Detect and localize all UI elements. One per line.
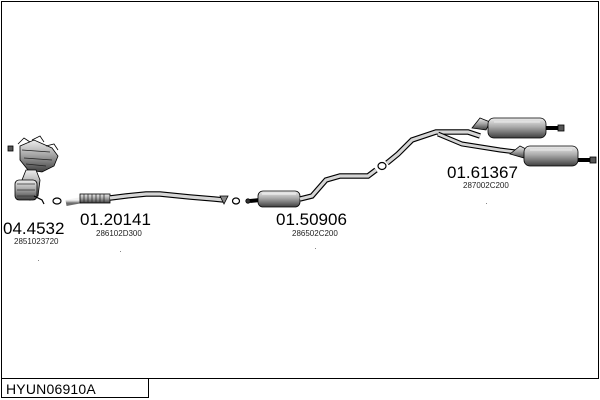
- centre-silencer-part[interactable]: [231, 161, 387, 208]
- diagram-frame: [1, 1, 599, 379]
- part-number-label: 01.20141: [80, 210, 151, 229]
- callout-dot: [38, 260, 39, 261]
- diagram-code-box: HYUN06910A: [1, 378, 149, 398]
- oem-number-label: 2851023720: [14, 237, 59, 246]
- oem-number-label: 287002C200: [463, 181, 509, 190]
- diagram-code: HYUN06910A: [6, 381, 96, 397]
- rear-silencer-part[interactable]: [385, 117, 597, 167]
- part-number-label: 04.4532: [3, 219, 65, 238]
- callout-dot: [315, 248, 316, 249]
- manifold-catalyst-part[interactable]: [7, 135, 59, 205]
- oem-number-label: 286502C200: [292, 229, 338, 238]
- callout-dot: [120, 251, 121, 252]
- part-number-label: 01.50906: [276, 210, 347, 229]
- front-pipe-part[interactable]: [52, 191, 229, 206]
- part-number-label: 01.61367: [447, 163, 518, 182]
- callout-dot: [486, 203, 487, 204]
- oem-number-label: 286102D300: [96, 229, 142, 238]
